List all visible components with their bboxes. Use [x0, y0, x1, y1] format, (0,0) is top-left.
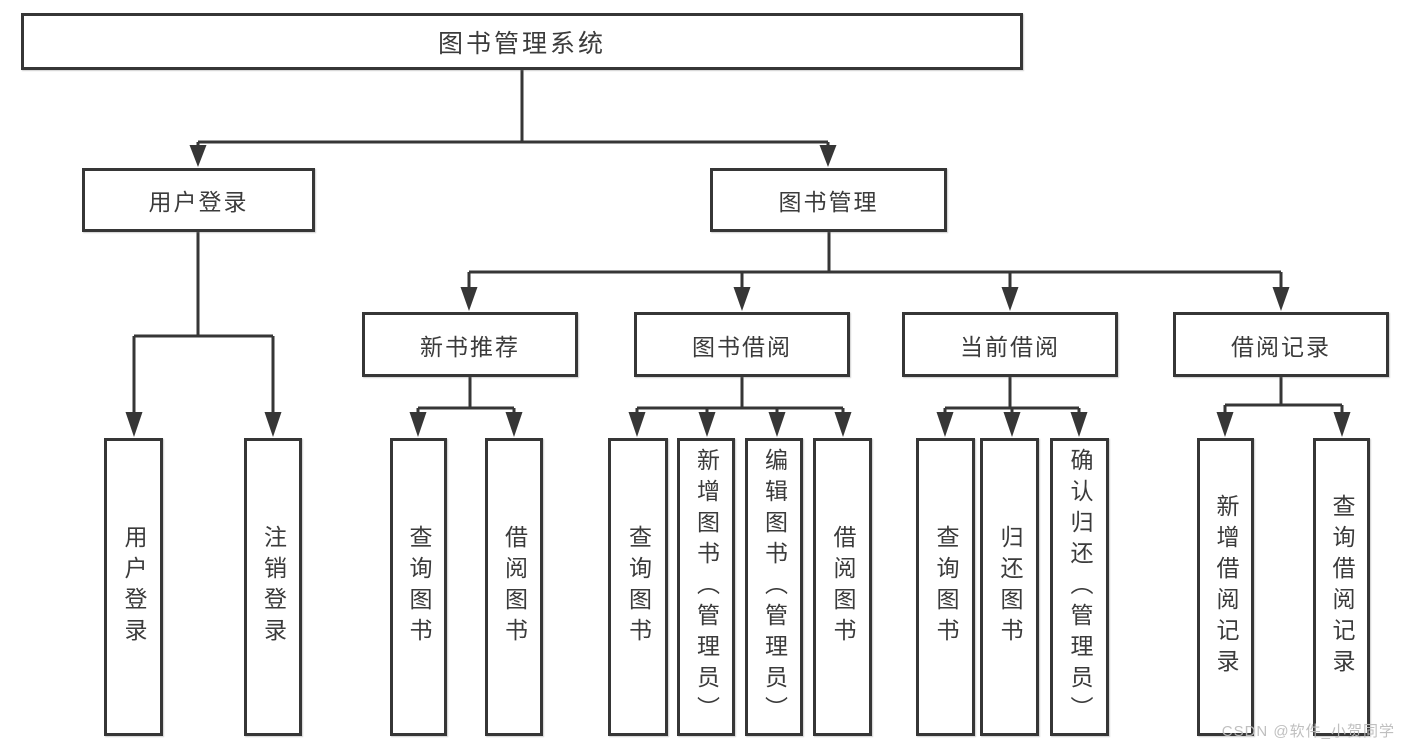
leaf-return-books-label: 归还图书: [997, 525, 1023, 649]
leaf-add-book-admin-label: 新增图书（管理员）: [693, 447, 720, 727]
node-library-system: 图书管理系统: [21, 13, 1023, 70]
watermark-csdn: CSDN @软件_小贺同学: [1221, 723, 1395, 740]
leaf-query-books-current: 查询图书: [916, 438, 975, 736]
node-book-management: 图书管理: [710, 168, 947, 232]
node-book-management-label: 图书管理: [778, 189, 879, 215]
leaf-query-borrow-record: 查询借阅记录: [1313, 438, 1370, 736]
leaf-query-books-recommend: 查询图书: [390, 438, 447, 736]
leaf-borrow-books-label: 借阅图书: [830, 525, 856, 649]
leaf-add-borrow-record-label: 新增借阅记录: [1213, 494, 1239, 680]
leaf-borrow-books-recommend-label: 借阅图书: [501, 525, 528, 649]
node-borrow-records: 借阅记录: [1173, 312, 1389, 377]
leaf-query-borrow-record-label: 查询借阅记录: [1329, 494, 1355, 680]
leaf-query-books-current-label: 查询图书: [933, 525, 959, 649]
node-current-borrowing: 当前借阅: [902, 312, 1118, 377]
node-book-borrowing: 图书借阅: [634, 312, 850, 377]
leaf-confirm-return-admin: 确认归还（管理员）: [1050, 438, 1109, 736]
leaf-query-books-recommend-label: 查询图书: [406, 525, 432, 649]
node-current-borrowing-label: 当前借阅: [960, 333, 1060, 360]
node-borrow-records-label: 借阅记录: [1231, 333, 1331, 360]
node-user-login: 用户登录: [82, 168, 315, 232]
leaf-logout-login: 注销登录: [244, 438, 302, 736]
leaf-confirm-return-admin-label: 确认归还（管理员）: [1067, 447, 1093, 727]
leaf-user-login-label: 用户登录: [121, 525, 147, 649]
node-new-book-recommend-label: 新书推荐: [420, 333, 520, 360]
leaf-borrow-books: 借阅图书: [813, 438, 872, 736]
leaf-add-borrow-record: 新增借阅记录: [1197, 438, 1254, 736]
node-book-borrowing-label: 图书借阅: [692, 333, 792, 360]
leaf-query-books-borrowing: 查询图书: [608, 438, 668, 736]
leaf-return-books: 归还图书: [980, 438, 1039, 736]
leaf-borrow-books-recommend: 借阅图书: [485, 438, 543, 736]
leaf-logout-login-label: 注销登录: [260, 525, 287, 649]
arrowhead-icons: [125, 145, 1351, 437]
leaf-query-books-borrowing-label: 查询图书: [625, 525, 652, 649]
node-library-system-label: 图书管理系统: [437, 29, 606, 58]
leaf-add-book-admin: 新增图书（管理员）: [677, 438, 735, 736]
leaf-edit-book-admin-label: 编辑图书（管理员）: [761, 447, 788, 727]
leaf-user-login: 用户登录: [104, 438, 163, 736]
leaf-edit-book-admin: 编辑图书（管理员）: [745, 438, 803, 736]
node-user-login-label: 用户登录: [148, 189, 249, 215]
node-new-book-recommend: 新书推荐: [362, 312, 578, 377]
